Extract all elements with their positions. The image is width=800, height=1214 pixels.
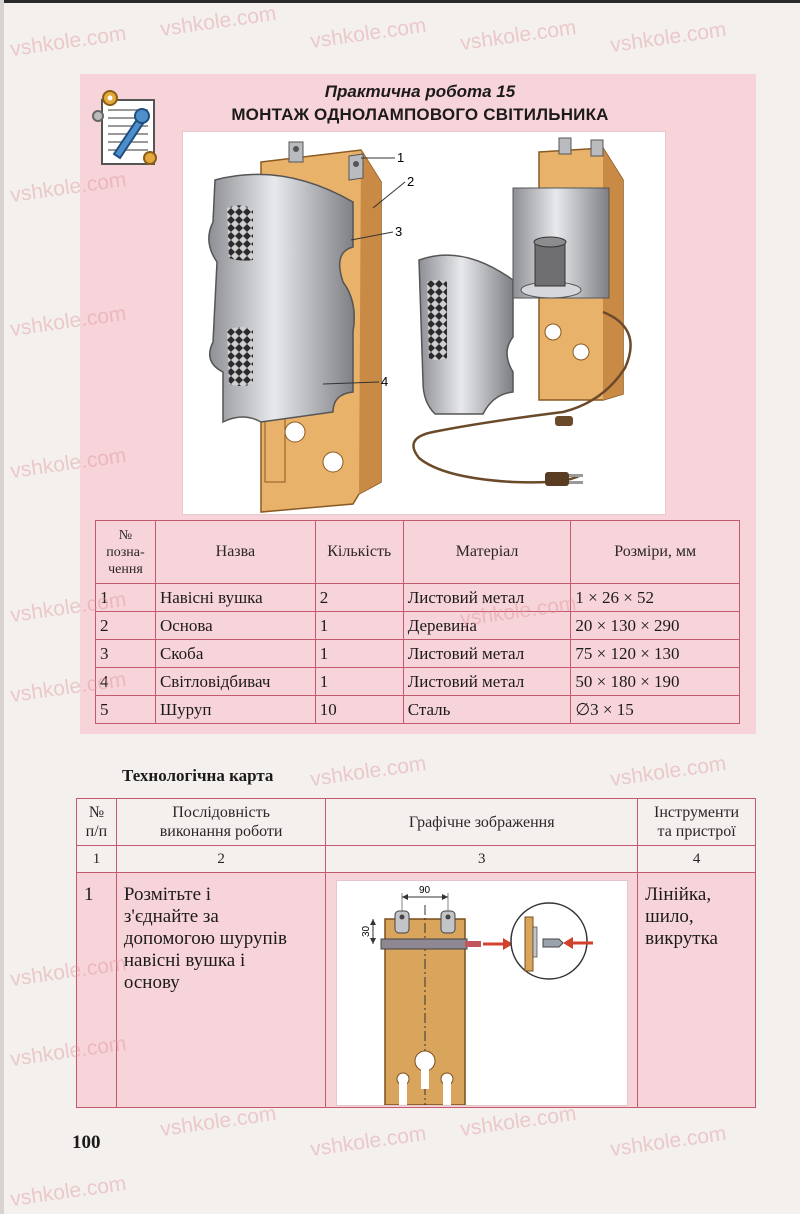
cell-name: Шуруп — [154, 695, 316, 724]
cell-quantity: 1 — [314, 639, 404, 668]
cell-number: 4 — [95, 667, 156, 696]
cell-quantity: 1 — [314, 611, 404, 640]
cell-name: Навісні вушка — [154, 583, 316, 612]
cell-number: 3 — [95, 639, 156, 668]
page-number: 100 — [72, 1132, 101, 1153]
top-border — [0, 0, 800, 3]
watermark: vshkole.com — [158, 1, 278, 42]
cell-quantity: 1 — [314, 667, 404, 696]
cell-quantity: 10 — [314, 695, 404, 724]
cell-dimensions: ∅3 × 15 — [570, 695, 740, 724]
watermark: vshkole.com — [608, 1121, 728, 1162]
base-marking-drawing: 90 30 — [361, 885, 593, 1106]
header-dimensions: Розміри, мм — [570, 520, 740, 584]
header-number: № п/п — [76, 798, 117, 846]
table-row: 4 Світловідбивач 1 Листовий метал 50 × 1… — [95, 667, 740, 696]
cell-name: Основа — [154, 611, 316, 640]
column-number: 4 — [637, 845, 756, 873]
callout-4: 4 — [381, 374, 388, 389]
practical-work-title: МОНТАЖ ОДНОЛАМПОВОГО СВІТИЛЬНИКА — [231, 105, 609, 124]
step-tools-cell: Лінійка, шило, викрутка — [637, 872, 756, 1108]
table-row: 1 Навісні вушка 2 Листовий метал 1 × 26 … — [95, 583, 740, 612]
table-row: 5 Шуруп 10 Сталь ∅3 × 15 — [95, 695, 740, 724]
cell-name: Скоба — [154, 639, 316, 668]
parts-table: № позна- чення Назва Кількість Матеріал … — [95, 520, 740, 724]
column-number: 1 — [76, 845, 117, 873]
cell-material: Листовий метал — [402, 583, 572, 612]
watermark: vshkole.com — [8, 1171, 128, 1212]
tech-card-header: № п/п Послідовність виконання роботи Гра… — [76, 798, 756, 846]
watermark: vshkole.com — [8, 21, 128, 62]
watermark: vshkole.com — [608, 17, 728, 58]
step-graphic-cell: 90 30 — [325, 872, 639, 1108]
callout-2: 2 — [407, 174, 414, 189]
parts-table-header: № позна- чення Назва Кількість Матеріал … — [95, 520, 740, 584]
cell-number: 5 — [95, 695, 156, 724]
step-tools: Лінійка, шило, викрутка — [645, 884, 718, 949]
tech-card-heading: Технологічна карта — [122, 766, 274, 785]
step-row: 1 Розмітьте і з'єднайте за допомогою шур… — [76, 872, 756, 1108]
tools-icon — [92, 90, 157, 165]
header-name: Назва — [154, 520, 316, 584]
watermark: vshkole.com — [608, 751, 728, 792]
practical-work-subtitle: Практична робота 15 — [324, 82, 516, 101]
column-number-row: 1 2 3 4 — [76, 845, 756, 873]
dimension-height: 30 — [361, 925, 372, 937]
step-description-cell: Розмітьте і з'єднайте за допомогою шуруп… — [115, 872, 327, 1108]
column-number: 3 — [325, 845, 639, 873]
callout-1: 1 — [397, 150, 404, 165]
header-tools: Інструменти та пристрої — [637, 798, 756, 846]
cell-number: 1 — [95, 583, 156, 612]
cell-dimensions: 50 × 180 × 190 — [570, 667, 740, 696]
step-number: 1 — [84, 884, 94, 905]
header-quantity: Кількість — [314, 520, 404, 584]
cell-material: Листовий метал — [402, 639, 572, 668]
step-description: Розмітьте і з'єднайте за допомогою шуруп… — [123, 884, 287, 993]
page-edge — [0, 0, 4, 1214]
header-material: Матеріал — [402, 520, 572, 584]
header-sequence: Послідовність виконання роботи — [115, 798, 327, 846]
watermark: vshkole.com — [308, 1121, 428, 1162]
lamp-assembly-illustration: 1 2 3 4 — [182, 131, 666, 515]
cell-quantity: 2 — [314, 583, 404, 612]
table-row: 2 Основа 1 Деревина 20 × 130 × 290 — [95, 611, 740, 640]
cell-dimensions: 1 × 26 × 52 — [570, 583, 740, 612]
column-number: 2 — [115, 845, 327, 873]
cell-material: Листовий метал — [402, 667, 572, 696]
cell-name: Світловідбивач — [154, 667, 316, 696]
step-number-cell: 1 — [76, 872, 117, 1108]
cell-material: Деревина — [402, 611, 572, 640]
cell-dimensions: 75 × 120 × 130 — [570, 639, 740, 668]
watermark: vshkole.com — [308, 751, 428, 792]
step-drawing: 90 30 — [335, 880, 628, 1106]
header-graphic: Графічне зображення — [325, 798, 639, 846]
callout-3: 3 — [395, 224, 402, 239]
dimension-width: 90 — [419, 885, 431, 896]
watermark: vshkole.com — [308, 13, 428, 54]
cell-material: Сталь — [402, 695, 572, 724]
table-row: 3 Скоба 1 Листовий метал 75 × 120 × 130 — [95, 639, 740, 668]
cell-dimensions: 20 × 130 × 290 — [570, 611, 740, 640]
cell-number: 2 — [95, 611, 156, 640]
header-number: № позна- чення — [95, 520, 156, 584]
tech-card-table: № п/п Послідовність виконання роботи Гра… — [76, 798, 756, 1108]
watermark: vshkole.com — [458, 15, 578, 56]
